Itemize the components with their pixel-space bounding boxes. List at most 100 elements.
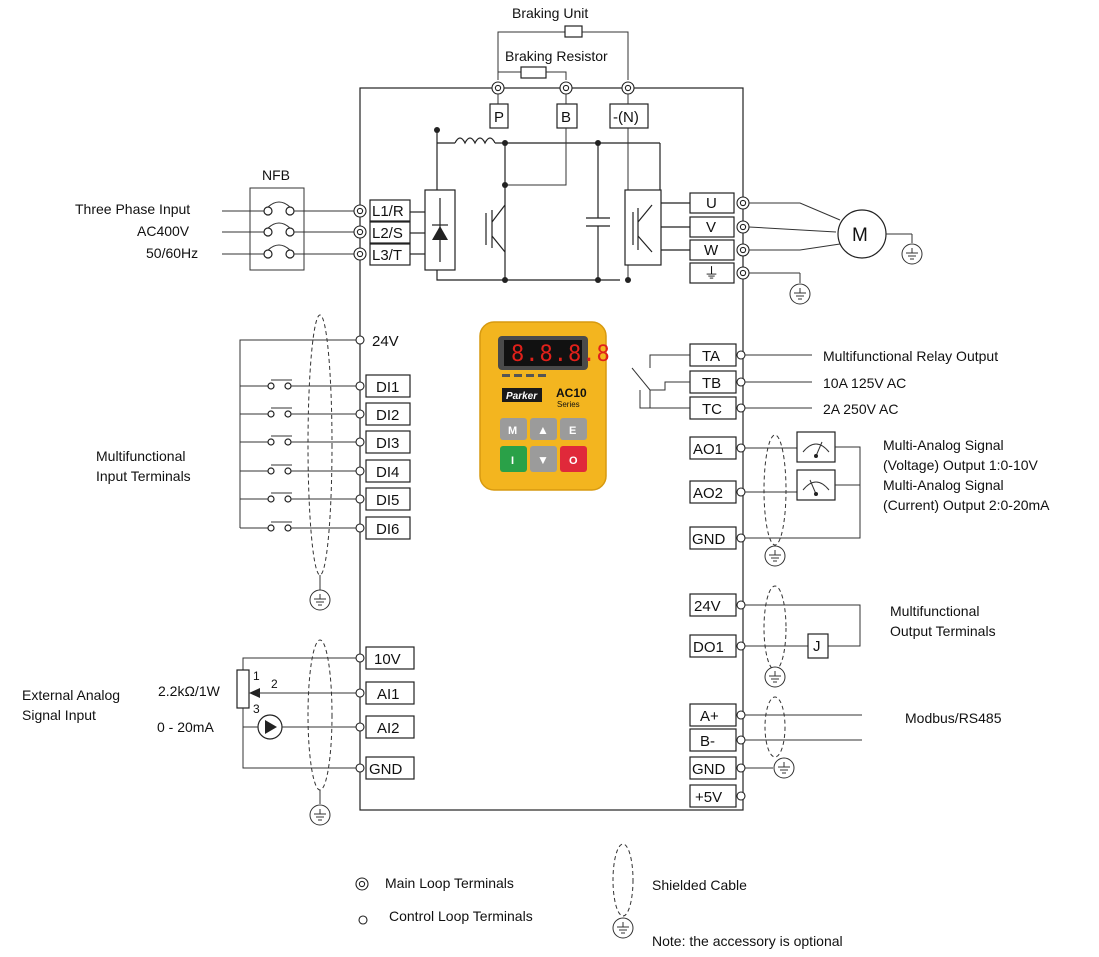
braking-resistor-label: Braking Resistor	[505, 48, 608, 64]
terminal-ai2-label: AI2	[377, 720, 400, 737]
terminal-do1-circle[interactable]	[736, 641, 746, 651]
terminal-u-label: U	[706, 195, 717, 212]
terminal-gnd-485-circle[interactable]	[736, 763, 746, 773]
terminal-di4-circle[interactable]	[355, 466, 365, 476]
terminal-ao1-circle[interactable]	[736, 443, 746, 453]
terminal-24v-in-circle[interactable]	[355, 335, 365, 345]
keypad-i-label: I	[511, 455, 514, 467]
do-label-line2: Output Terminals	[890, 623, 996, 639]
keypad-m-button[interactable]	[500, 418, 527, 440]
ground-icon	[789, 283, 811, 305]
keypad-e-label: E	[569, 425, 576, 437]
terminal-b-box	[556, 103, 578, 129]
ground-icon	[773, 757, 795, 779]
keypad-e-button[interactable]	[560, 418, 587, 440]
terminal-w-circle[interactable]	[736, 243, 750, 257]
ground-icon	[309, 589, 331, 611]
terminal-di2-circle[interactable]	[355, 409, 365, 419]
terminal-ta-circle[interactable]	[736, 350, 746, 360]
terminal-u-circle[interactable]	[736, 196, 750, 210]
pot-pin3: 3	[253, 702, 260, 716]
terminal-24v-in-label: 24V	[372, 333, 399, 350]
di5-switch	[240, 492, 356, 503]
keypad-down-button[interactable]	[530, 446, 557, 472]
shielded-cable-icon	[763, 585, 787, 671]
keypad-down-label: ▼	[537, 453, 549, 467]
terminal-di4-label: DI4	[376, 464, 399, 481]
terminal-a-plus-label: A+	[700, 708, 719, 725]
terminal-di2-label: DI2	[376, 407, 399, 424]
legend-control-loop: Control Loop Terminals	[389, 908, 533, 924]
keypad-start-button[interactable]	[500, 446, 527, 472]
terminal-ai2-circle[interactable]	[355, 722, 365, 732]
nfb-label: NFB	[262, 167, 290, 183]
terminal-24v-out-label: 24V	[694, 598, 721, 615]
terminal-l2-circle[interactable]	[353, 225, 367, 239]
terminal-b-minus-label: B-	[700, 733, 715, 750]
terminal-di5-circle[interactable]	[355, 494, 365, 504]
keypad-brand: Parker	[506, 391, 538, 402]
modbus-label: Modbus/RS485	[905, 710, 1002, 726]
digital-inputs-section: Multifunctional Input Terminals 24V	[96, 314, 411, 611]
terminal-tc-label: TC	[702, 401, 722, 418]
do-label-line1: Multifunctional	[890, 603, 980, 619]
terminal-pe-circle[interactable]	[736, 266, 750, 280]
motor-output-section: U V W ⏚ M	[689, 192, 923, 305]
ao2-label-line2: (Current) Output 2:0-20mA	[883, 497, 1050, 513]
ground-icon	[612, 917, 634, 939]
terminal-gnd-485-label: GND	[692, 761, 726, 778]
terminal-b-label: B	[561, 109, 571, 126]
terminal-p-label: P	[494, 109, 504, 126]
terminal-ao2-circle[interactable]	[736, 487, 746, 497]
shielded-cable-icon	[612, 843, 634, 917]
ground-icon	[901, 243, 923, 265]
terminal-di1-circle[interactable]	[355, 381, 365, 391]
terminal-gnd-ai-circle[interactable]	[355, 763, 365, 773]
terminal-l1-label: L1/R	[372, 203, 404, 220]
terminal-ai1-circle[interactable]	[355, 688, 365, 698]
digital-outputs-section: 24V DO1 J Multifunctional Output Termina…	[689, 585, 996, 688]
terminal-di3-circle[interactable]	[355, 437, 365, 447]
terminal-a-plus-circle[interactable]	[736, 710, 746, 720]
di-label-line1: Multifunctional	[96, 448, 186, 464]
terminal-b-minus-circle[interactable]	[736, 735, 746, 745]
terminal-di3-label: DI3	[376, 435, 399, 452]
terminal-tb-circle[interactable]	[736, 377, 746, 387]
terminal-gnd-ao-circle[interactable]	[736, 533, 746, 543]
keypad-series: Series	[557, 400, 580, 409]
terminal-10v-circle[interactable]	[355, 653, 365, 663]
nfb-breaker[interactable]	[249, 187, 305, 271]
power-stage	[410, 127, 690, 283]
di3-switch	[240, 435, 356, 446]
terminal-di5-label: DI5	[376, 492, 399, 509]
ao2-label-line1: Multi-Analog Signal	[883, 477, 1004, 493]
terminal-ao2-label: AO2	[693, 485, 723, 502]
ai-label-line1: External Analog	[22, 687, 120, 703]
potentiometer-icon	[236, 669, 250, 709]
keypad-stop-button[interactable]	[560, 446, 587, 472]
ao1-label-line2: (Voltage) Output 1:0-10V	[883, 457, 1039, 473]
frequency-label: 50/60Hz	[146, 245, 198, 261]
terminal-p-circle[interactable]	[491, 81, 505, 95]
terminal-l3-circle[interactable]	[353, 247, 367, 261]
keypad-up-button[interactable]	[530, 418, 557, 440]
terminal-ao1-label: AO1	[693, 441, 723, 458]
legend-note: Note: the accessory is optional	[652, 933, 843, 949]
terminal-gnd-ai-label: GND	[369, 761, 403, 778]
terminal-b-circle[interactable]	[559, 81, 573, 95]
terminal-24v-out-circle[interactable]	[736, 600, 746, 610]
terminal-di6-circle[interactable]	[355, 523, 365, 533]
terminal-tc-circle[interactable]	[736, 403, 746, 413]
terminal-l1-circle[interactable]	[353, 204, 367, 218]
terminal-5v-circle[interactable]	[736, 791, 746, 801]
terminal-10v-label: 10V	[374, 651, 401, 668]
terminal-v-circle[interactable]	[736, 220, 750, 234]
motor-label: M	[852, 225, 868, 246]
three-phase-input-label: Three Phase Input	[75, 201, 190, 217]
shielded-cable-icon	[764, 696, 786, 758]
relay-rating2-label: 2A 250V AC	[823, 401, 899, 417]
terminal-n-circle[interactable]	[621, 81, 635, 95]
analog-inputs-section: External Analog Signal Input 2.2kΩ/1W 0 …	[22, 639, 415, 826]
relay-coil-icon	[807, 633, 829, 659]
rs485-section: A+ B- GND +5V Modbus/RS485	[689, 696, 1002, 808]
